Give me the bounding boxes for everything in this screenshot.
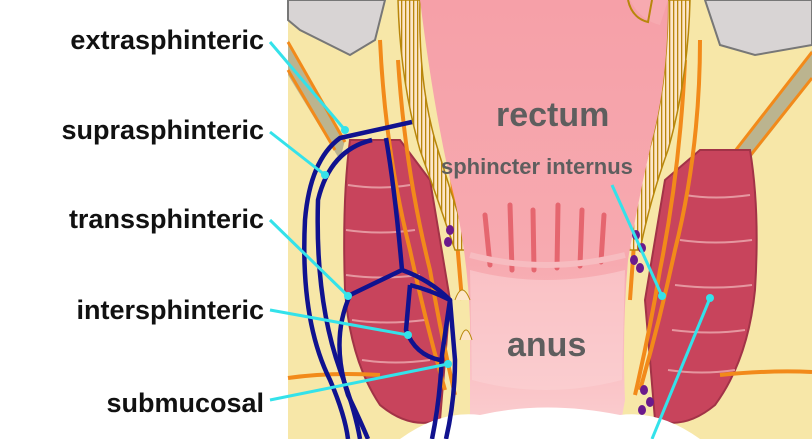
fistula-tracts [302, 119, 458, 439]
label-sphincter-internus: sphincter internus [441, 154, 633, 179]
label-submucosal: submucosal [106, 388, 264, 418]
label-transsphinteric: transsphinteric [68, 204, 264, 234]
pointer-lines [268, 41, 712, 439]
transsphinteric-tract [337, 137, 405, 439]
label-extrasphinteric: extrasphinteric [70, 25, 264, 55]
submucosal-tract [409, 282, 458, 439]
label-anus: anus [507, 326, 587, 364]
label-suprasphinteric: suprasphinteric [61, 115, 264, 145]
label-intersphinteric: intersphinteric [76, 295, 264, 325]
rectal-mucosa-wall [397, 0, 472, 251]
pelvic-wall-right [703, 0, 812, 57]
pelvic-wall-left [287, 0, 387, 57]
extrasphinteric-tract [302, 119, 413, 439]
anal-verge [400, 407, 700, 439]
label-rectum: rectum [496, 96, 610, 134]
intersphinteric-tract [401, 267, 453, 439]
